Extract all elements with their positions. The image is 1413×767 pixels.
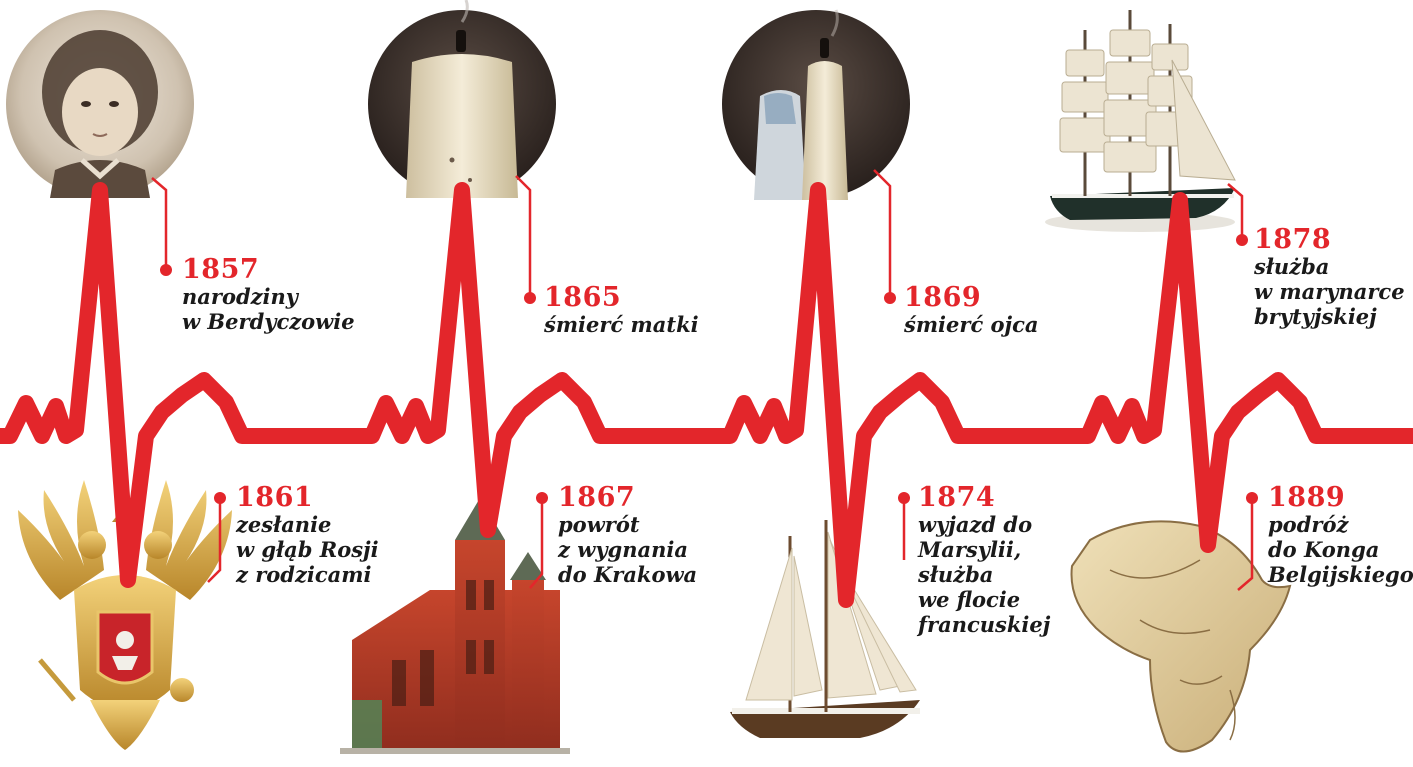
event-year: 1857 [182,256,355,284]
event-1865: 1865 śmierć matki [544,284,699,337]
event-year: 1874 [918,484,1050,512]
event-text: śmierć ojca [904,312,1039,337]
event-text: służba w marynarce brytyjskiej [1254,254,1405,329]
event-1889: 1889 podróż do Konga Belgijskiego [1268,484,1413,587]
event-year: 1889 [1268,484,1413,512]
child-portrait-image [6,10,194,198]
dot-1861 [214,492,226,504]
dot-1865 [524,292,536,304]
dot-1878 [1236,234,1248,246]
event-1867: 1867 powrót z wygnania do Krakowa [558,484,697,587]
event-1861: 1861 zesłanie w głąb Rosji z rodzicami [236,484,379,587]
event-year: 1865 [544,284,699,312]
event-year: 1869 [904,284,1039,312]
event-1869: 1869 śmierć ojca [904,284,1039,337]
event-text: powrót z wygnania do Krakowa [558,512,697,587]
event-year: 1878 [1254,226,1405,254]
event-text: śmierć matki [544,312,699,337]
event-text: zesłanie w głąb Rosji z rodzicami [236,512,379,587]
event-year: 1867 [558,484,697,512]
event-1857: 1857 narodziny w Berdyczowie [182,256,355,334]
dot-1867 [536,492,548,504]
two-extinguished-candles-image [722,10,910,200]
event-text: wyjazd do Marsylii, służba we flocie fra… [918,512,1050,637]
event-text: podróż do Konga Belgijskiego [1268,512,1413,587]
extinguished-candle-image [368,0,556,198]
connector-1869 [874,170,890,298]
tall-ship-image [1045,10,1235,232]
event-1878: 1878 służba w marynarce brytyjskiej [1254,226,1405,329]
event-year: 1861 [236,484,379,512]
schooner-ship-image [730,520,920,738]
event-text: narodziny w Berdyczowie [182,284,355,334]
dot-1874 [898,492,910,504]
connector-1857 [152,178,166,270]
event-1874: 1874 wyjazd do Marsylii, służba we floci… [918,484,1050,637]
connector-1865 [516,176,530,298]
dot-1857 [160,264,172,276]
dot-1889 [1246,492,1258,504]
dot-1869 [884,292,896,304]
africa-map-image [1072,521,1291,751]
